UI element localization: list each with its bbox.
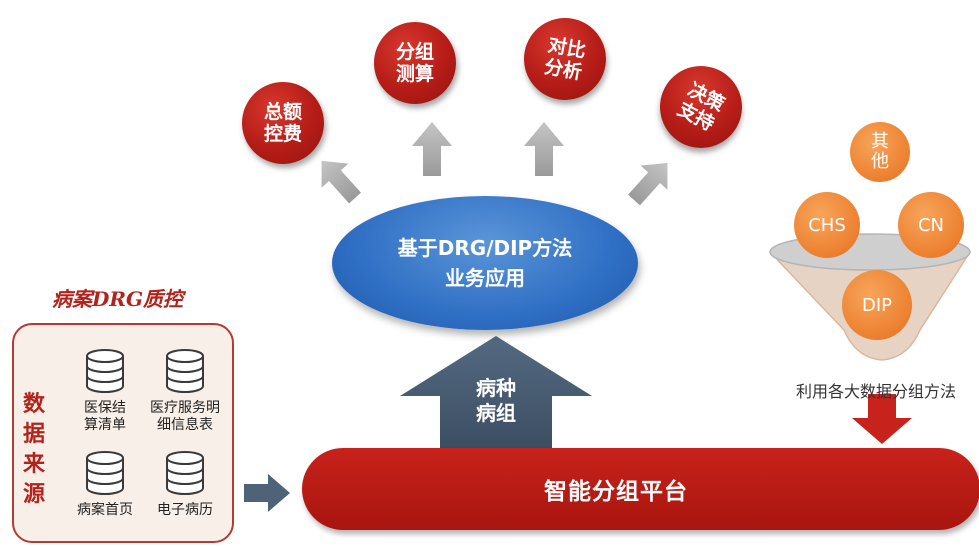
arrow-to-compare bbox=[524, 122, 564, 176]
business-application-ellipse: 基于DRG/DIP方法 业务应用 bbox=[332, 196, 638, 330]
vlabel-char: 数 bbox=[22, 392, 45, 417]
smart-grouping-platform: 智能分组平台 bbox=[302, 448, 979, 530]
arrow-to-group-calc bbox=[412, 122, 452, 176]
ball-other: 其 他 bbox=[850, 122, 910, 182]
db-item-service-detail: 医疗服务明 细信息表 bbox=[140, 346, 230, 434]
bubble-label: 总额 控费 bbox=[263, 101, 302, 145]
up-arrow-label: 病种 病组 bbox=[476, 376, 516, 425]
arrow-to-cost-control bbox=[321, 160, 361, 204]
arrow-to-decision bbox=[628, 162, 668, 206]
data-source-vertical-label: 数 据 来 源 bbox=[22, 390, 46, 510]
vlabel-char: 来 bbox=[22, 452, 45, 477]
funnel-caption: 利用各大数据分组方法 bbox=[795, 382, 956, 401]
platform-label: 智能分组平台 bbox=[544, 479, 688, 505]
db-item-label: 医保结 算清单 bbox=[84, 400, 126, 433]
bubble-label: 决策 支持 bbox=[673, 78, 729, 136]
data-source-title: 病案DRG质控 bbox=[52, 287, 184, 311]
database-icon bbox=[166, 451, 204, 495]
ball-dip: DIP bbox=[842, 270, 912, 340]
right-arrow bbox=[244, 474, 290, 512]
vlabel-char: 据 bbox=[22, 422, 45, 447]
db-item-label: 病案首页 bbox=[77, 502, 133, 518]
down-arrow bbox=[852, 394, 912, 444]
ball-chs: CHS bbox=[794, 192, 860, 258]
db-item-label: 医疗服务明 细信息表 bbox=[150, 400, 220, 433]
up-arrow bbox=[400, 336, 592, 448]
ellipse-line1: 基于DRG/DIP方法 bbox=[397, 236, 573, 260]
database-icon bbox=[86, 349, 124, 393]
bubble-label: 对比 分析 bbox=[542, 34, 588, 84]
bubble-label: 分组 测算 bbox=[395, 41, 434, 85]
ball-cn: CN bbox=[898, 192, 964, 258]
database-icon bbox=[166, 349, 204, 393]
bubble-cost-control: 总额 控费 bbox=[242, 82, 324, 164]
database-icon bbox=[86, 451, 124, 495]
ellipse-line2: 业务应用 bbox=[445, 266, 525, 290]
bubble-group-calc: 分组 测算 bbox=[374, 22, 456, 104]
db-item-medical-record-homepage: 病案首页 bbox=[60, 448, 150, 519]
db-item-label: 电子病历 bbox=[157, 502, 213, 518]
vlabel-char: 源 bbox=[22, 482, 45, 507]
db-item-electronic-record: 电子病历 bbox=[140, 448, 230, 519]
db-item-settlement-list: 医保结 算清单 bbox=[60, 346, 150, 434]
